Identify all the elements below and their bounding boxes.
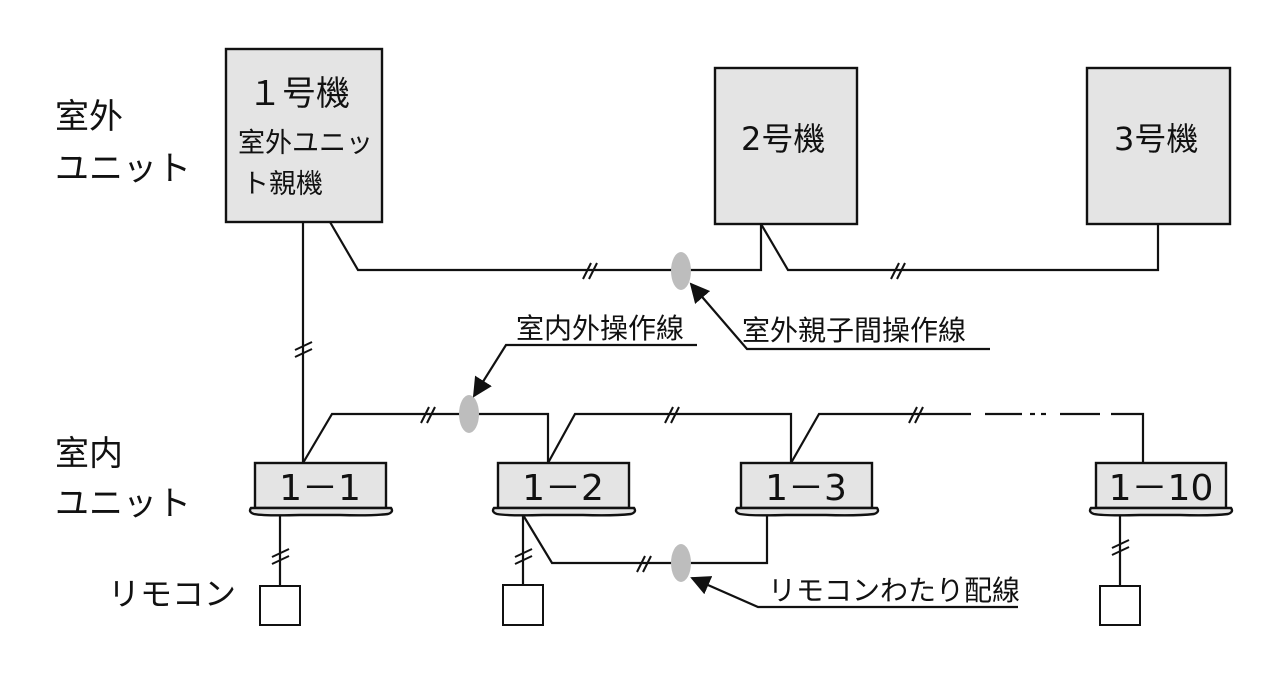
outdoor-parent-child-wiring xyxy=(329,221,1160,290)
outdoor-row-label: 室外 ユニット xyxy=(55,97,191,189)
break-mark xyxy=(908,406,924,424)
outdoor-row-label-line1: 室外 xyxy=(55,97,123,137)
outdoor-unit-2: 2号機 xyxy=(713,66,859,226)
indoor-unit-1-3: 1－3 xyxy=(734,461,880,517)
indoor-row-label: 室内 ユニット xyxy=(55,434,191,524)
indoor-unit-body xyxy=(739,461,874,510)
callout-remote-crossover: リモコンわたり配線 xyxy=(690,574,1020,609)
callout-indoor-outdoor-line: 室内外操作線 xyxy=(472,312,697,398)
indoor-unit-label: 1－1 xyxy=(279,468,361,509)
indoor-unit-panel xyxy=(734,506,880,517)
indoor-outdoor-control-wiring xyxy=(302,395,1145,464)
indoor-unit-1-2: 1－2 xyxy=(491,461,637,517)
indoor-unit-1-10: 1－10 xyxy=(1088,461,1234,517)
remote-row-label: リモコン xyxy=(108,575,236,613)
break-mark xyxy=(294,341,313,358)
callout-outdoor-parent-child-line: 室外親子間操作線 xyxy=(689,282,990,351)
remote-crossover-wiring xyxy=(522,514,769,582)
outdoor-unit-1: １号機 室外ユニッ ト親機 xyxy=(224,47,384,224)
indoor-outdoor-wiring-marker xyxy=(459,395,479,433)
callout-remote-crossover-text: リモコンわたり配線 xyxy=(768,574,1020,607)
remote-1-10 xyxy=(1099,515,1141,626)
remote-1-1 xyxy=(259,515,301,626)
callout-leader-arrow xyxy=(472,343,697,398)
outdoor-unit-2-title: 2号機 xyxy=(741,120,825,158)
indoor-unit-panel xyxy=(491,506,637,517)
remote-controller-icon xyxy=(259,585,301,626)
indoor-unit-body xyxy=(253,461,388,510)
outdoor-unit-3-title: 3号機 xyxy=(1114,120,1198,158)
outdoor-wiring-marker xyxy=(671,252,691,290)
indoor-unit-1-1: 1－1 xyxy=(248,461,394,517)
remote-crossover-wire xyxy=(522,514,769,565)
remote-1-2 xyxy=(502,515,544,626)
indoor-unit-body xyxy=(496,461,631,510)
wire-1-2-to-1-3 xyxy=(547,412,793,464)
wire-unit2-to-unit3 xyxy=(760,223,1160,272)
indoor-unit-label: 1－3 xyxy=(765,468,847,509)
callout-leader-arrow xyxy=(689,282,990,351)
indoor-unit-label: 1－10 xyxy=(1109,468,1214,509)
indoor-unit-label: 1－2 xyxy=(522,468,604,509)
wire-1-3-continuation xyxy=(790,412,971,464)
break-mark xyxy=(582,262,598,280)
indoor-unit-panel xyxy=(1088,506,1234,517)
outdoor-unit-1-box xyxy=(224,47,384,224)
indoor-unit-panel xyxy=(248,506,394,517)
indoor-unit-body xyxy=(1094,461,1228,510)
break-mark xyxy=(636,555,652,573)
callout-leader-arrow xyxy=(690,576,1018,609)
break-mark xyxy=(514,548,533,565)
remote-controller-icon xyxy=(502,584,544,626)
indoor-row-label-line1: 室内 xyxy=(55,434,123,474)
wire-unit1-to-unit2 xyxy=(329,221,763,272)
outdoor-unit-1-subtitle-line1: 室外ユニッ xyxy=(238,128,373,159)
outdoor-unit-1-subtitle-line2: ト親機 xyxy=(242,169,323,200)
callout-indoor-outdoor-text: 室内外操作線 xyxy=(516,312,684,345)
remote-controller-icon xyxy=(1099,585,1141,626)
break-mark xyxy=(420,406,436,424)
outdoor-unit-3: 3号機 xyxy=(1085,66,1232,226)
outdoor-row-label-line2: ユニット xyxy=(55,149,191,189)
remote-crossover-marker xyxy=(671,544,691,582)
break-mark xyxy=(1111,539,1130,556)
callout-outdoor-parent-child-text: 室外親子間操作線 xyxy=(742,314,966,347)
indoor-row-label-line2: ユニット xyxy=(55,484,191,524)
outdoor-unit-3-box xyxy=(1085,66,1232,226)
outdoor-unit-1-title: １号機 xyxy=(248,74,350,114)
break-mark xyxy=(664,406,680,424)
break-mark xyxy=(271,548,290,565)
wire-1-1-to-1-2 xyxy=(302,412,550,464)
wire-to-1-10 xyxy=(1111,412,1145,463)
outdoor-unit-2-box xyxy=(713,66,859,226)
outdoor-indoor-trunk xyxy=(294,222,313,463)
break-mark xyxy=(890,262,906,280)
